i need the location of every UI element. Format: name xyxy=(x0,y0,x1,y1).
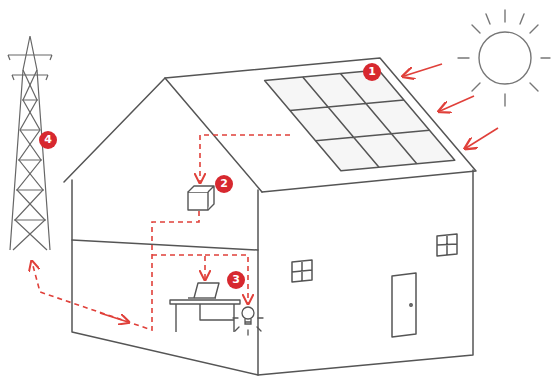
light-bulb xyxy=(233,307,263,335)
callout-number: 2 xyxy=(215,175,233,193)
solar-panels xyxy=(265,70,455,171)
house xyxy=(64,58,476,375)
sun xyxy=(458,10,550,106)
callout-number: 1 xyxy=(363,63,381,81)
energy-flow-lines xyxy=(32,135,290,330)
callout-number: 3 xyxy=(227,271,245,289)
desk-with-laptop xyxy=(170,283,240,332)
callout-number: 4 xyxy=(39,131,57,149)
inverter-box xyxy=(188,186,214,210)
grid-feed-arrow xyxy=(100,313,128,322)
